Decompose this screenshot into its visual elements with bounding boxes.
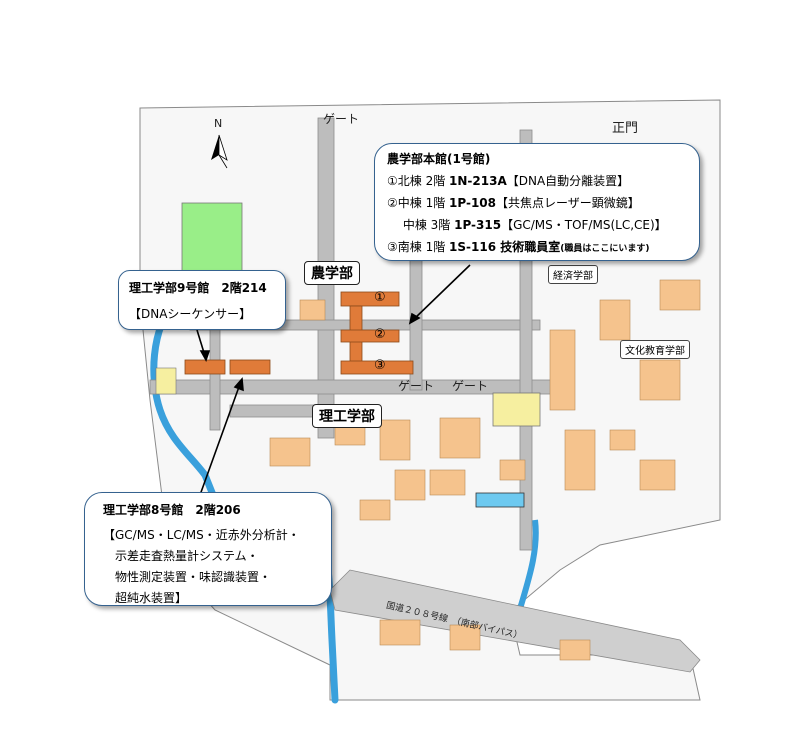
gate-center-left-label: ゲート: [398, 379, 435, 393]
gate-top-label: ゲート: [323, 112, 360, 126]
marker-1: ①: [374, 290, 386, 305]
marker-2: ②: [374, 327, 386, 342]
agri-south-building: [340, 360, 414, 375]
marker-3: ③: [374, 358, 386, 373]
building: [429, 469, 466, 496]
callout-science-8-line: 示差走査熱量計システム・: [103, 549, 259, 563]
building: [559, 639, 591, 661]
culture-education-label: 文化教育学部: [620, 340, 690, 359]
agriculture-label: 農学部: [304, 261, 360, 285]
agri-middle-building: [340, 329, 400, 343]
callout-agriculture-line: ①北棟 2階 1N-213A【DNA自動分離装置】: [387, 174, 630, 188]
callout-science-8-title: 理工学部8号館 2階206: [103, 503, 241, 517]
building: [269, 437, 311, 467]
callout-agriculture-line: ②中棟 1階 1P-108【共焦点レーザー顕微鏡】: [387, 196, 640, 210]
building: [359, 499, 391, 521]
building: [299, 299, 326, 321]
callout-science-9-line: 【DNAシーケンサー】: [129, 307, 252, 321]
building: [439, 417, 481, 459]
gate-center-right-label: ゲート: [452, 379, 489, 393]
agri-north-building: [340, 291, 400, 307]
callout-agriculture: 農学部本館(1号館) ①北棟 2階 1N-213A【DNA自動分離装置】 ②中棟…: [374, 143, 700, 261]
sci-building-8: [229, 359, 271, 375]
building: [499, 459, 526, 481]
building: [549, 329, 576, 411]
callout-science-8-line: 超純水装置】: [103, 591, 188, 605]
north-arrow-icon: [211, 134, 228, 169]
building: [334, 424, 366, 446]
callout-science-9: 理工学部9号館 2階214 【DNAシーケンサー】: [118, 270, 286, 330]
callout-science-8-line: 【GC/MS・LC/MS・近赤外分析計・: [103, 528, 300, 542]
callout-agriculture-line: ③南棟 1階 1S-116 技術職員室(職員はここにいます): [387, 240, 650, 254]
building: [564, 429, 596, 491]
building: [599, 299, 631, 341]
callout-agriculture-title: 農学部本館(1号館): [387, 152, 491, 166]
building: [609, 429, 636, 451]
science-engineering-label: 理工学部: [312, 404, 382, 428]
sports-field: [181, 202, 243, 272]
building: [639, 359, 681, 401]
building: [449, 624, 481, 651]
callout-agriculture-line: 中棟 3階 1P-315【GC/MS・TOF/MS(LC,CE)】: [387, 218, 667, 232]
callout-science-8: 理工学部8号館 2階206 【GC/MS・LC/MS・近赤外分析計・ 示差走査熱…: [84, 492, 332, 606]
building: [379, 619, 421, 646]
building-yellow: [492, 392, 541, 427]
main-gate-label: 正門: [612, 121, 639, 136]
building: [659, 279, 701, 311]
building: [394, 469, 426, 501]
economics-label: 経済学部: [548, 265, 598, 284]
building: [639, 459, 676, 491]
route-208: [329, 569, 701, 673]
pool: [475, 492, 525, 508]
callout-science-9-title: 理工学部9号館 2階214: [129, 281, 267, 295]
building-yellow-left: [155, 367, 177, 395]
road-vertical-left: [209, 329, 221, 431]
building: [379, 419, 411, 461]
north-label: N: [214, 117, 223, 130]
callout-science-8-line: 物性測定装置・味認識装置・: [103, 570, 272, 584]
sci-building-9: [184, 359, 226, 375]
